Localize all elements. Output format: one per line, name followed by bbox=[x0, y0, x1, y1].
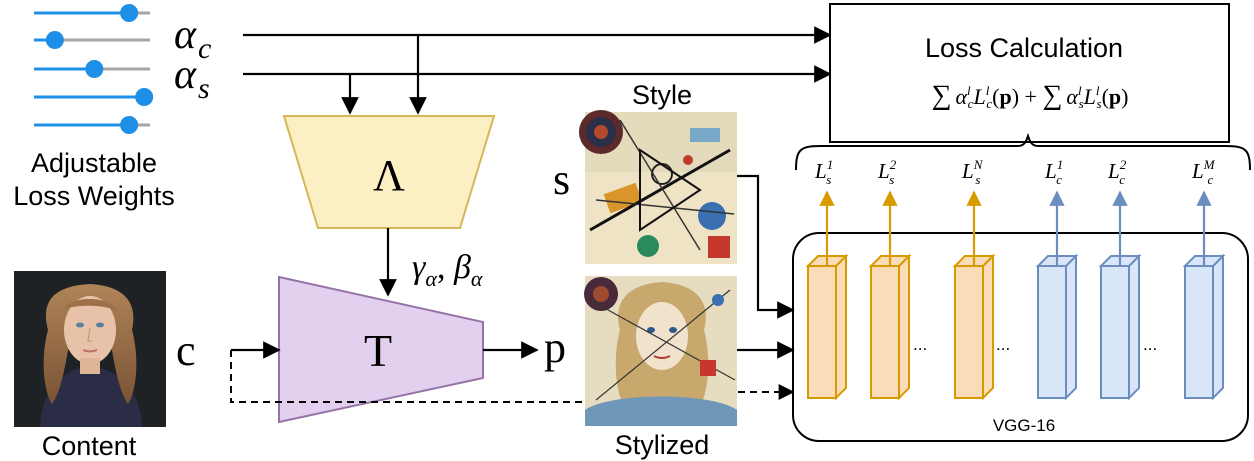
vgg-ellipses: ......... bbox=[913, 335, 1157, 354]
style-feature-layer bbox=[805, 253, 849, 401]
style-feature-layer bbox=[952, 253, 996, 401]
lambda-symbol: Λ bbox=[373, 151, 405, 200]
transform-symbol: T bbox=[364, 325, 392, 376]
weights-caption-line1: Adjustable bbox=[31, 148, 157, 178]
style-to-vgg-arrow bbox=[737, 174, 795, 319]
layer-ellipsis: ... bbox=[913, 335, 927, 354]
style-feature-layer bbox=[868, 253, 912, 401]
content-feature-layer bbox=[1035, 253, 1079, 401]
content-feature-layer bbox=[1098, 253, 1142, 401]
weights-caption-line2: Loss Weights bbox=[13, 181, 175, 211]
stylized-caption: Stylized bbox=[615, 430, 710, 460]
content-image bbox=[14, 271, 166, 427]
slider-knob[interactable] bbox=[120, 116, 139, 134]
loss-terms-brace bbox=[795, 132, 1251, 171]
stylized-image bbox=[584, 276, 737, 426]
style-symbol: s bbox=[553, 155, 570, 204]
style-caption: Style bbox=[632, 80, 692, 110]
layer-ellipsis: ... bbox=[1143, 335, 1157, 354]
content-symbol: c bbox=[176, 326, 196, 375]
style-image bbox=[579, 110, 737, 264]
gamma-beta-label: γα, βα bbox=[412, 249, 483, 291]
content-feature-layer bbox=[1182, 253, 1226, 401]
alpha-s-label: αs bbox=[174, 52, 210, 105]
layer-ellipsis: ... bbox=[996, 335, 1010, 354]
transform-block bbox=[278, 275, 484, 424]
loss-weight-sliders bbox=[34, 4, 154, 134]
content-caption: Content bbox=[42, 431, 137, 461]
vgg-container bbox=[792, 232, 1249, 442]
slider-knob[interactable] bbox=[135, 88, 154, 106]
output-symbol: p bbox=[544, 323, 566, 372]
slider-knob[interactable] bbox=[85, 60, 104, 78]
loss-calculation-box bbox=[829, 3, 1230, 143]
lambda-block bbox=[282, 115, 496, 229]
slider-knob[interactable] bbox=[120, 4, 139, 22]
content-to-vgg-dashed-arrow bbox=[230, 350, 585, 403]
loss-calculation-title: Loss Calculation bbox=[925, 33, 1123, 63]
vgg-feature-layers bbox=[805, 253, 1226, 401]
alpha-c-label: αc bbox=[174, 12, 211, 65]
vgg-label: VGG-16 bbox=[993, 416, 1055, 435]
slider-knob[interactable] bbox=[45, 31, 64, 49]
